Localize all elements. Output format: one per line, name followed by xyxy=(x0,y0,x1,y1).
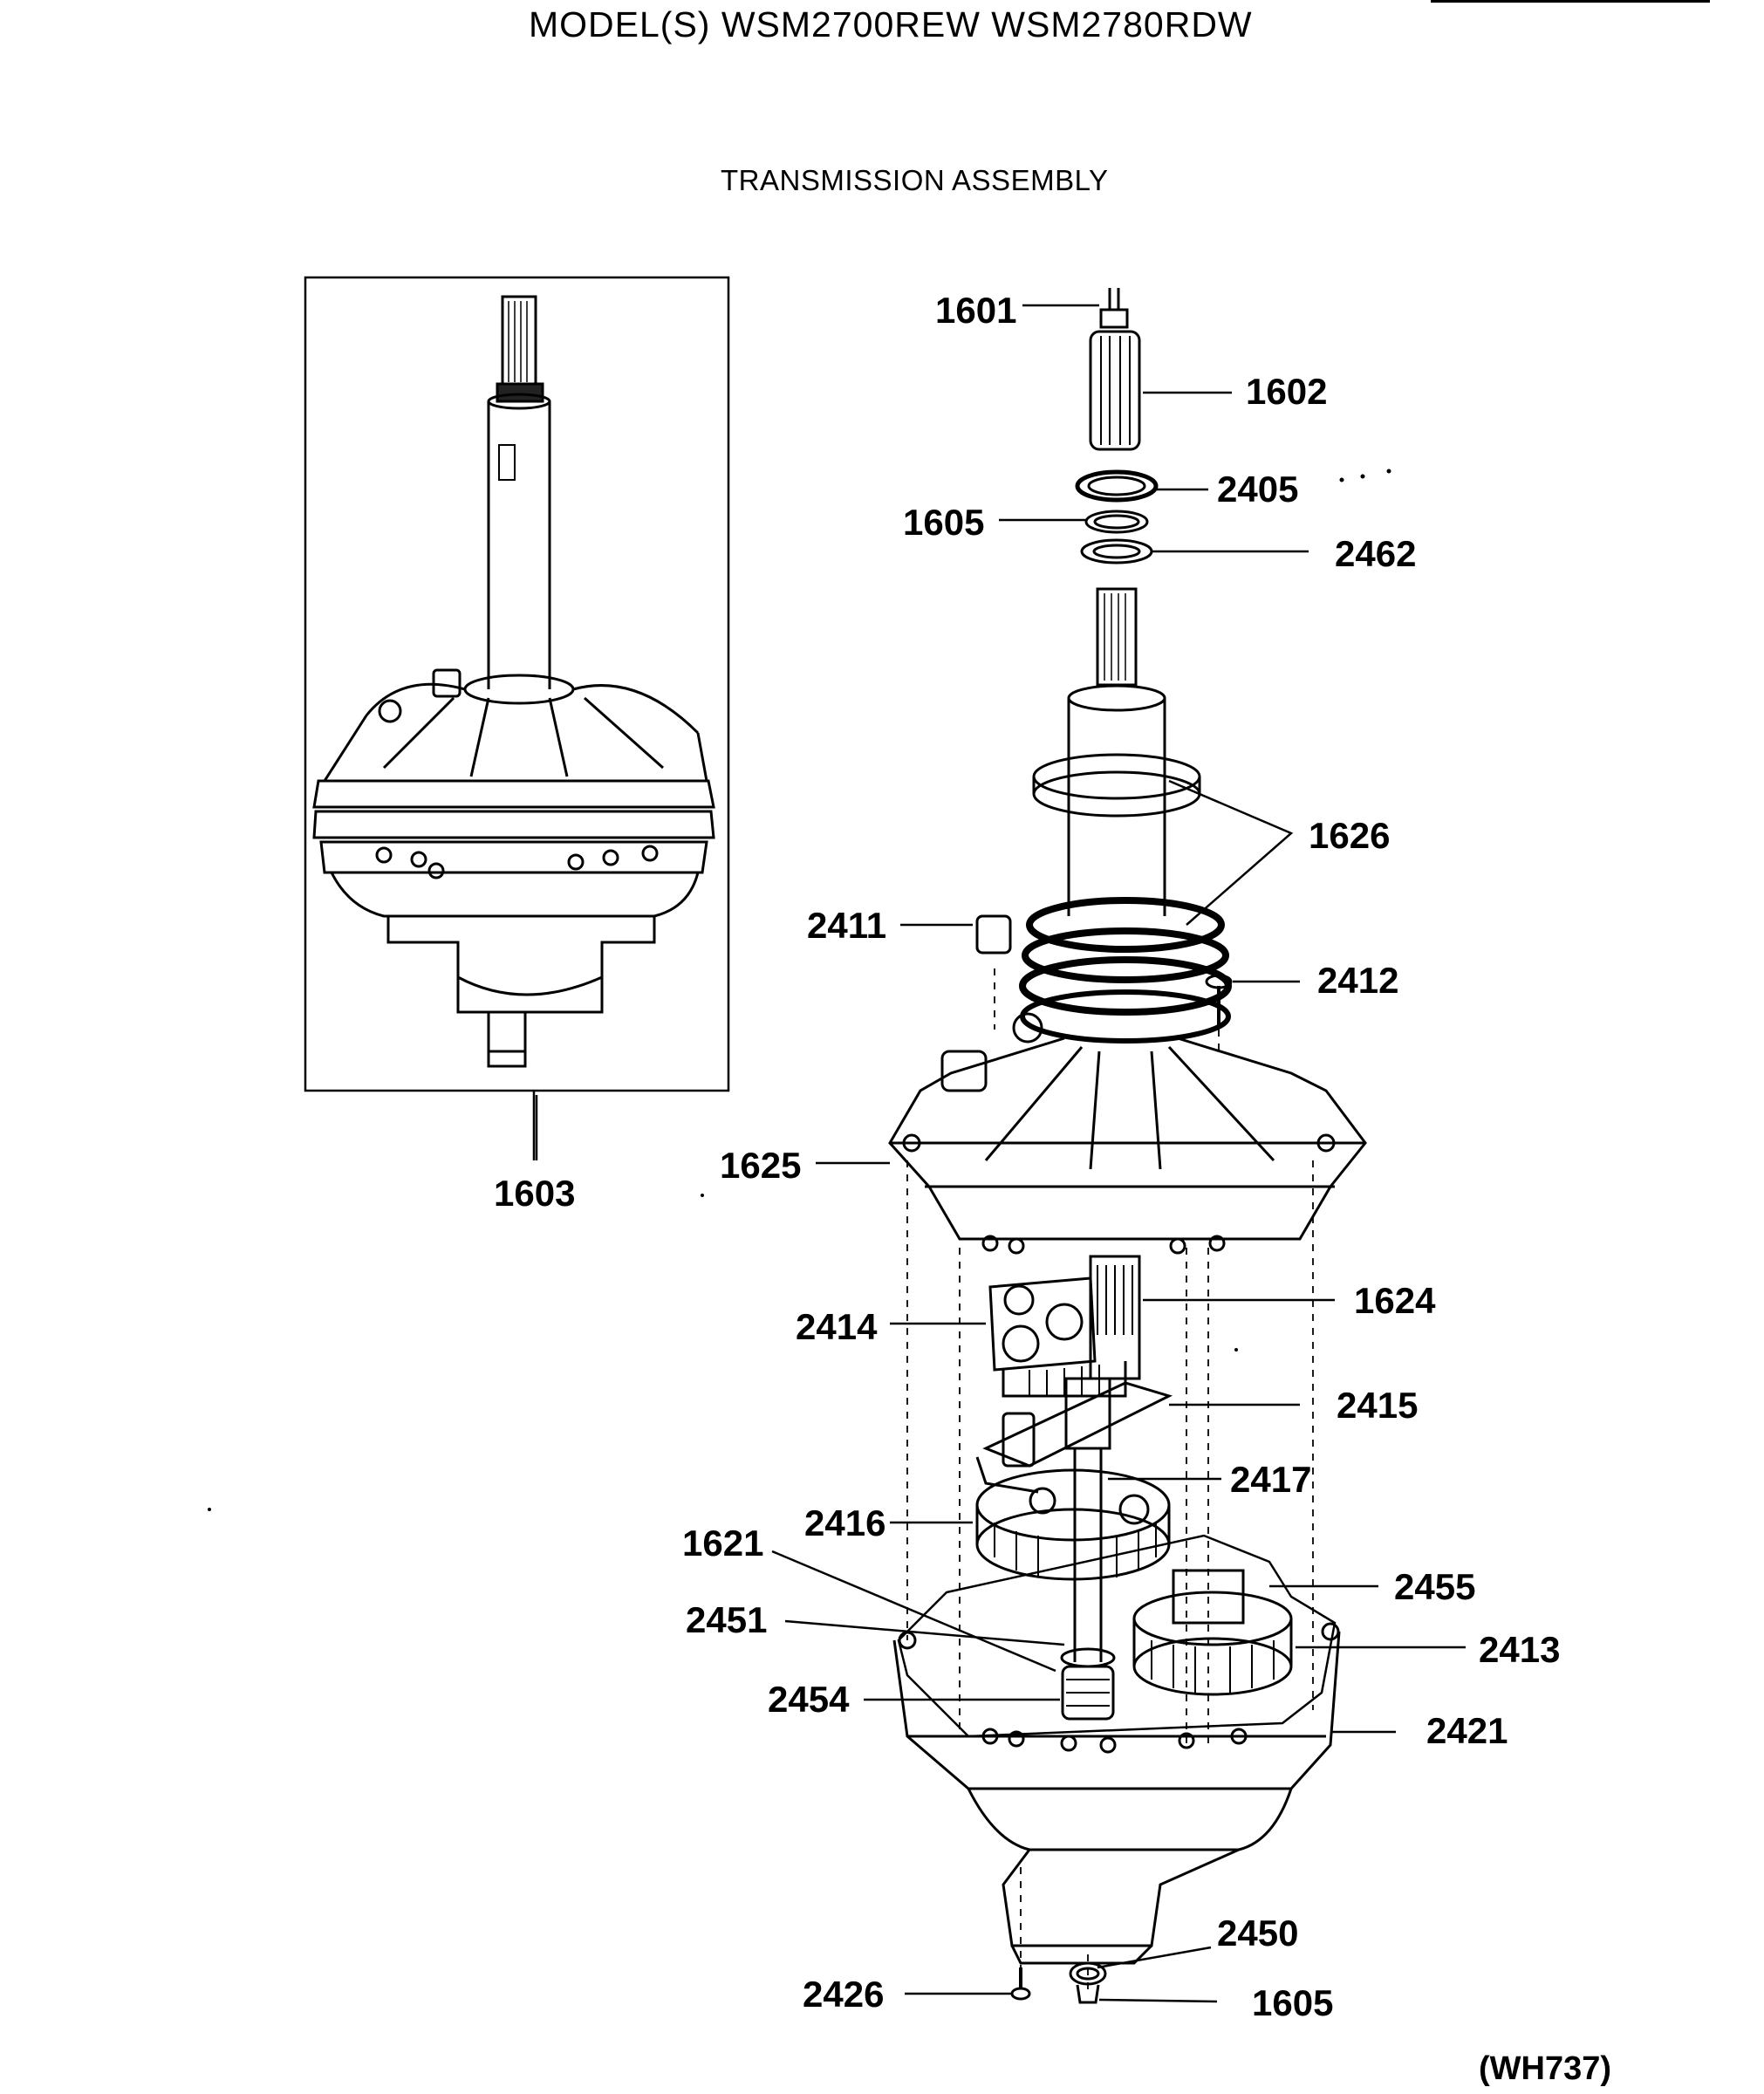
part-label-2415: 2415 xyxy=(1337,1385,1419,1426)
part-label-2451: 2451 xyxy=(686,1599,768,1640)
part-label-2414: 2414 xyxy=(796,1306,878,1347)
part-label-1605-lower: 1605 xyxy=(1252,1982,1334,2023)
part-label-1602: 1602 xyxy=(1246,371,1328,412)
header-rule xyxy=(1431,0,1710,3)
part-label-2416: 2416 xyxy=(804,1502,886,1543)
part-label-2450: 2450 xyxy=(1217,1913,1299,1954)
leader-lines xyxy=(535,304,1466,2003)
part-label-1601: 1601 xyxy=(935,290,1017,331)
part-label-2412: 2412 xyxy=(1317,960,1399,1001)
part-label-2426: 2426 xyxy=(803,1974,885,2015)
model-header: MODEL(S) WSM2700REW WSM2780RDW xyxy=(529,4,1253,44)
part-label-2455: 2455 xyxy=(1394,1566,1476,1607)
part-label-2421: 2421 xyxy=(1426,1710,1508,1751)
part-label-2413: 2413 xyxy=(1479,1629,1561,1670)
part-label-1624: 1624 xyxy=(1354,1280,1436,1321)
part-label-2417: 2417 xyxy=(1230,1459,1312,1500)
part-label-2462: 2462 xyxy=(1335,533,1417,574)
exploded-transmission xyxy=(888,288,1367,2004)
part-label-1625: 1625 xyxy=(720,1145,802,1186)
part-label-1603: 1603 xyxy=(494,1173,576,1214)
diagram-reference-code: (WH737) xyxy=(1479,2050,1612,2087)
assembly-title: TRANSMISSION ASSEMBLY xyxy=(721,164,1109,196)
part-label-1621: 1621 xyxy=(682,1523,764,1564)
part-label-2411: 2411 xyxy=(807,905,887,946)
part-label-1605-upper: 1605 xyxy=(903,502,985,543)
part-label-1626: 1626 xyxy=(1309,815,1391,856)
part-label-2405: 2405 xyxy=(1217,469,1299,510)
part-label-2454: 2454 xyxy=(768,1679,850,1720)
assembled-transmission-inset xyxy=(304,276,730,1160)
